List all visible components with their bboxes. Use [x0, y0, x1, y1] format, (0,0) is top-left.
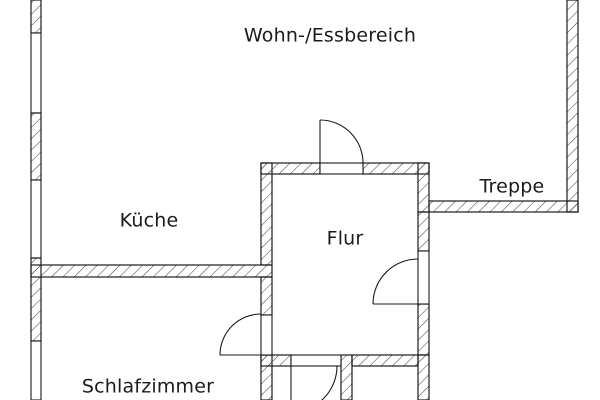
wall-segment — [30, 0, 42, 34]
wall-segment — [260, 162, 273, 266]
wall-segment — [417, 211, 430, 252]
window-wall-segment — [30, 32, 42, 114]
wall-segment — [30, 112, 42, 181]
room-label-flur: Flur — [327, 228, 364, 250]
wall-segment — [417, 162, 430, 213]
wall-segment — [340, 354, 353, 400]
wall-segment — [417, 354, 430, 400]
door-down — [290, 354, 342, 400]
walls-layer — [30, 0, 579, 400]
door-left — [372, 250, 430, 305]
door-left — [219, 313, 273, 356]
wall-segment — [30, 264, 273, 278]
room-label-wohn-essbereich: Wohn-/Essbereich — [244, 25, 416, 47]
wall-segment — [260, 354, 292, 367]
doors-layer — [219, 119, 430, 400]
wall-segment — [260, 276, 273, 316]
door-up — [319, 119, 364, 175]
room-label-kueche: Küche — [120, 210, 179, 232]
window-wall-segment — [30, 340, 42, 400]
window-wall-segment — [30, 179, 42, 259]
wall-segment — [417, 303, 430, 356]
room-label-schlafzimmer: Schlafzimmer — [82, 376, 214, 398]
wall-segment — [566, 0, 579, 213]
wall-segment — [260, 162, 321, 175]
wall-segment — [351, 354, 419, 367]
room-label-treppe: Treppe — [479, 176, 545, 198]
wall-segment — [428, 200, 579, 213]
